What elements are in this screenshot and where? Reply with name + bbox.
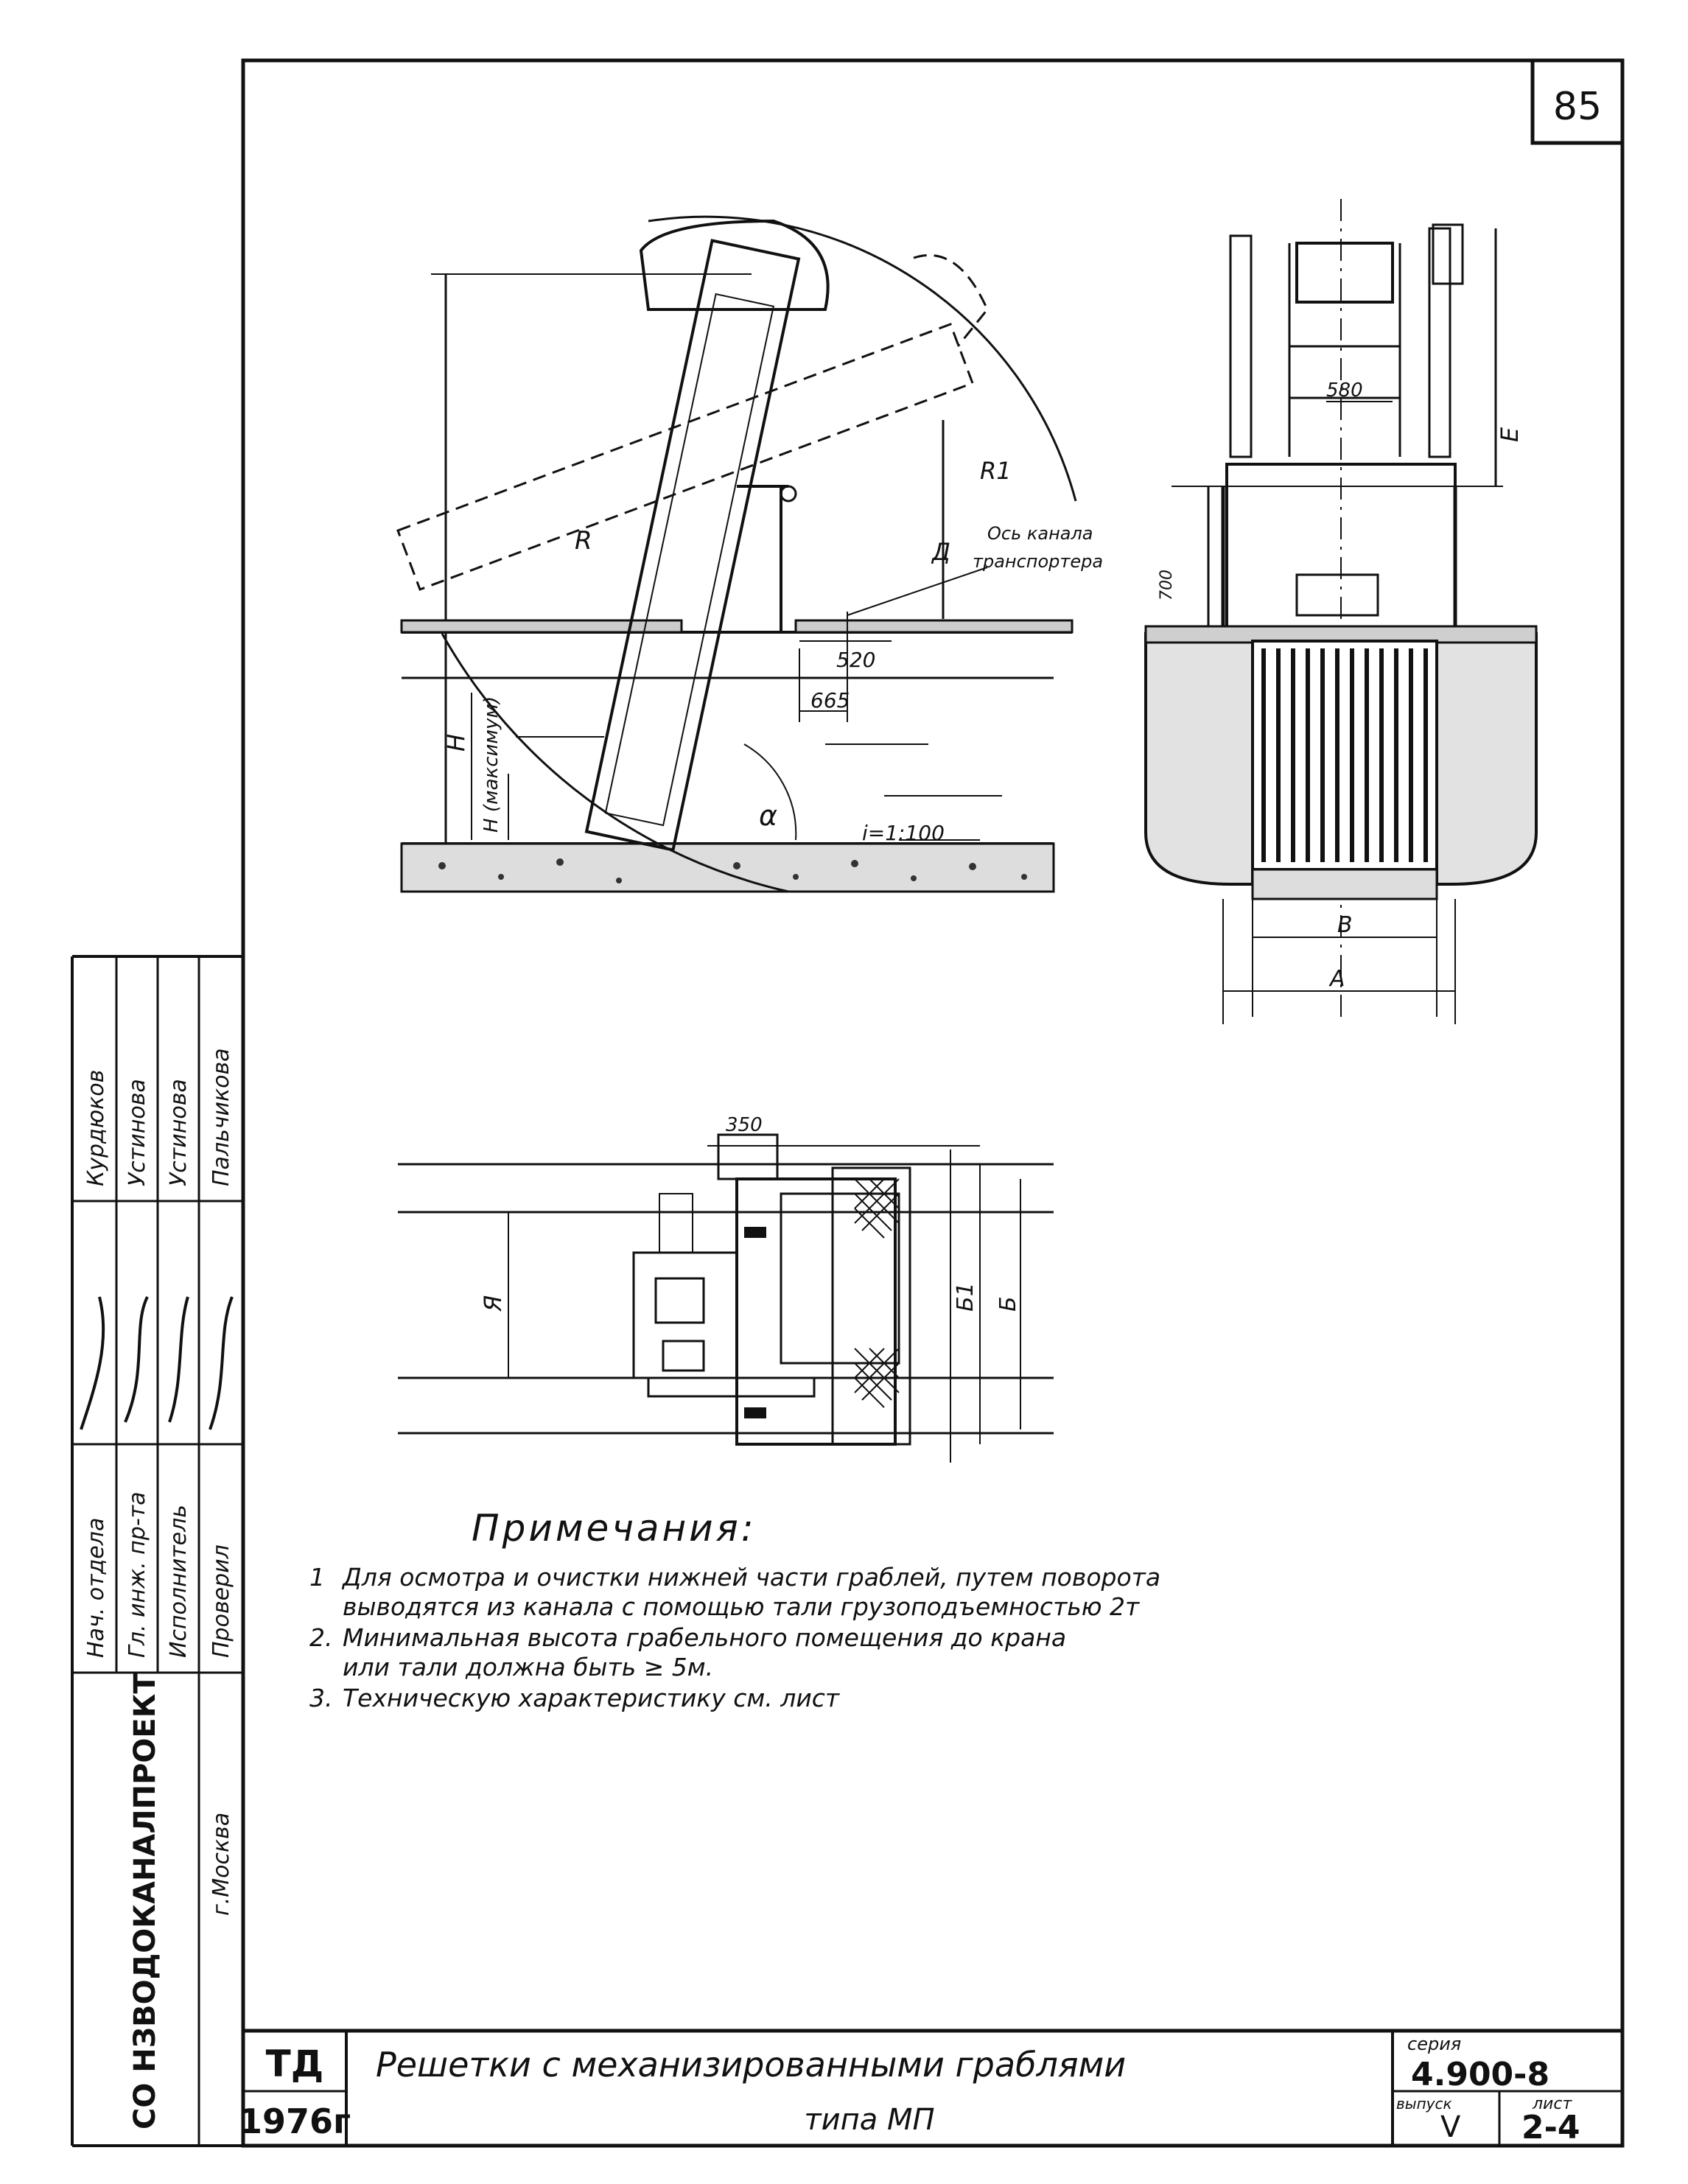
note-number: 3. bbox=[309, 1684, 333, 1712]
role-3: Исполнитель bbox=[166, 1505, 192, 1658]
series-label: серия bbox=[1407, 2034, 1461, 2054]
label-H: H bbox=[442, 734, 470, 752]
note-text: Для осмотра и очистки нижней части грабл… bbox=[343, 1563, 1161, 1592]
note-number: 1 bbox=[309, 1563, 325, 1592]
notes-heading: Примечания: bbox=[472, 1507, 757, 1550]
name-1: Курдюков bbox=[83, 1070, 109, 1186]
note-text: выводятся из канала с помощью тали грузо… bbox=[343, 1592, 1140, 1621]
issue-value: V bbox=[1440, 2110, 1461, 2144]
note-text: или тали должна быть ≥ 5м. bbox=[343, 1653, 714, 1681]
note-text: Техническую характеристику см. лист bbox=[343, 1684, 840, 1712]
role-4: Проверил bbox=[209, 1544, 234, 1658]
dim-700: 700 bbox=[1158, 570, 1176, 601]
series-value: 4.900-8 bbox=[1411, 2056, 1549, 2093]
dim-350: 350 bbox=[726, 1114, 763, 1136]
note-item: 2. Минимальная высота грабельного помещен… bbox=[309, 1623, 1429, 1682]
label-D: Д bbox=[931, 538, 950, 566]
title-block: ТД 1976г Решетки с механизированными гра… bbox=[239, 2029, 1622, 2146]
dim-665: 665 bbox=[810, 688, 850, 713]
doc-title-line-2: типа МП bbox=[804, 2103, 934, 2137]
org-city: г.Москва bbox=[209, 1813, 234, 1916]
role-1: Нач. отдела bbox=[83, 1518, 109, 1658]
front-view: 580 700 E В А bbox=[1144, 199, 1538, 1024]
doc-title-line-1: Решетки с механизированными граблями bbox=[376, 2045, 1126, 2085]
label-H-max: H (максимум) bbox=[480, 696, 502, 833]
sheet-frame bbox=[71, 58, 1625, 2148]
sheet-number: 85 bbox=[1553, 85, 1602, 129]
slope-label: i=1:100 bbox=[862, 821, 945, 845]
label-B: Б bbox=[995, 1296, 1021, 1312]
signature-block: Нач. отдела Гл. инж. пр-та Исполнитель П… bbox=[72, 955, 243, 2146]
dim-580: 580 bbox=[1326, 379, 1363, 402]
plan-view: 350 Я Б1 Б bbox=[398, 1114, 1054, 1463]
issue-label: выпуск bbox=[1396, 2095, 1452, 2113]
org-name: СО НЗВОДОКАНАЛПРОЕКТ bbox=[128, 1673, 162, 2129]
sheet-number-box: 85 bbox=[1530, 58, 1625, 145]
label-E: E bbox=[1496, 427, 1524, 442]
label-R: R bbox=[575, 526, 592, 556]
note-item: 1 Для осмотра и очистки нижней части граб… bbox=[309, 1563, 1429, 1622]
dim-520: 520 bbox=[836, 648, 875, 672]
label-axis: Ось канала bbox=[987, 523, 1093, 544]
label-V: В bbox=[1337, 912, 1353, 938]
label-R1: R1 bbox=[980, 457, 1012, 485]
doc-code: ТД bbox=[266, 2043, 324, 2085]
label-Ya: Я bbox=[479, 1295, 507, 1312]
label-A: А bbox=[1328, 966, 1345, 992]
doc-year: 1976г bbox=[239, 2101, 351, 2141]
sheet-value: 2-4 bbox=[1521, 2109, 1580, 2146]
label-alpha: α bbox=[759, 799, 777, 832]
name-3: Устинова bbox=[166, 1079, 192, 1186]
label-B1: Б1 bbox=[953, 1282, 978, 1312]
note-item: 3. Техническую характеристику см. лист bbox=[309, 1684, 1429, 1713]
name-2: Устинова bbox=[125, 1079, 150, 1186]
note-number: 2. bbox=[309, 1623, 333, 1652]
label-axis-2: транспортера bbox=[973, 551, 1103, 572]
notes-section: Примечания: 1 Для осмотра и очистки нижне… bbox=[309, 1507, 1429, 1715]
role-2: Гл. инж. пр-та bbox=[125, 1491, 150, 1658]
name-4: Пальчикова bbox=[209, 1048, 234, 1186]
section-view: R R1 Ось канала транспортера Д 520 665 H… bbox=[396, 215, 1103, 893]
note-text: Минимальная высота грабельного помещения… bbox=[343, 1623, 1067, 1652]
sheet-label: лист bbox=[1532, 2095, 1572, 2113]
